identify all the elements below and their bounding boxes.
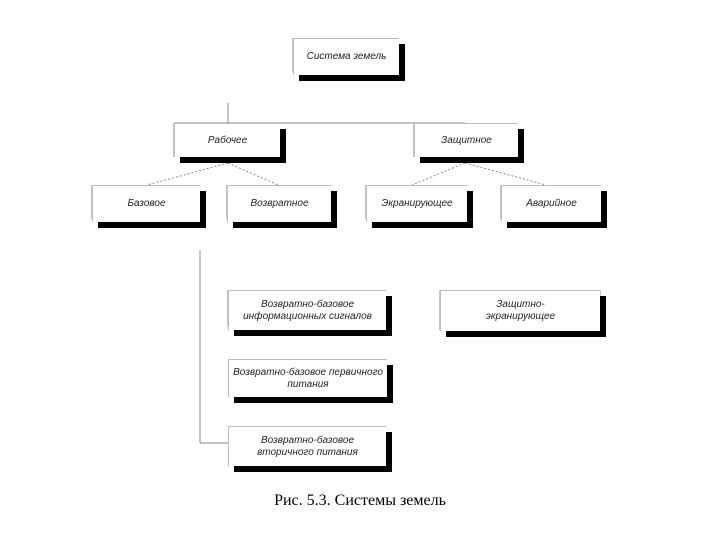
base-label: Базовое xyxy=(127,198,166,209)
return-secondary-power-label: Возвратно-базовое вторичного питания xyxy=(257,434,358,458)
return-label: Возвратное xyxy=(250,198,309,209)
return-primary-power-box: Возвратно-базовое первичного питания xyxy=(228,359,387,397)
connector-working-to-return xyxy=(227,162,279,186)
root-box: Система земель xyxy=(293,38,399,75)
shielding-label: Экранирующее xyxy=(381,198,453,209)
emergency-label: Аварийное xyxy=(526,198,577,209)
protective-box: Защитное xyxy=(414,123,518,157)
return-info-signals-label: Возвратно-базовое информационных сигнало… xyxy=(243,298,372,322)
connector-protective-to-shielding xyxy=(411,162,466,186)
working-box: Рабочее xyxy=(174,123,280,157)
return-secondary-power-box: Возвратно-базовое вторичного питания xyxy=(228,426,386,466)
return-primary-power-label: Возвратно-базовое первичного питания xyxy=(233,366,383,390)
protective-label: Защитное xyxy=(441,134,492,146)
root-label: Система земель xyxy=(306,51,387,62)
connector-protective-to-emergency xyxy=(464,162,547,186)
figure-caption: Рис. 5.3. Системы земель xyxy=(274,492,446,509)
shielding-box: Экранирующее xyxy=(366,185,467,222)
return-info-signals-box: Возвратно-базовое информационных сигнало… xyxy=(228,290,386,330)
base-box: Базовое xyxy=(92,185,200,222)
working-label: Рабочее xyxy=(207,134,248,146)
emergency-box: Аварийное xyxy=(501,185,601,222)
connector-working-to-base xyxy=(146,162,229,186)
return-box: Возвратное xyxy=(227,185,331,222)
protective-shielding-box: Защитно-экранирующее xyxy=(440,290,600,331)
protective-shielding-label: Защитно-экранирующее xyxy=(485,299,556,322)
